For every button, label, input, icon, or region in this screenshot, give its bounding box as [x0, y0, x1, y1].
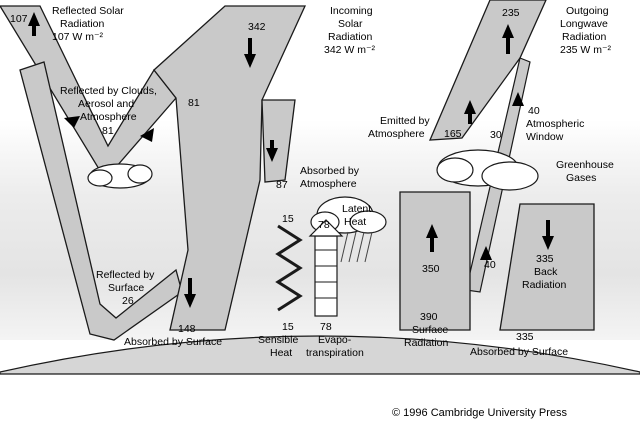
back-radiation-value: 335 — [536, 253, 554, 265]
evapo-line2: transpiration — [306, 347, 364, 359]
outgoing-line4: 235 W m⁻² — [560, 44, 612, 56]
arrow-window — [512, 92, 524, 106]
incoming-line4: 342 W m⁻² — [324, 44, 376, 56]
reflected-surface-line1: Reflected by — [96, 269, 155, 281]
arrow-absorbed-surface — [184, 294, 196, 308]
latent-top-value: 78 — [318, 219, 330, 231]
arrow-up-reflected-shaft — [32, 26, 36, 36]
greenhouse-line2: Gases — [566, 172, 596, 184]
reflected-clouds-value: 81 — [102, 125, 114, 137]
arrow-emitted-atmo-shaft — [468, 114, 472, 124]
surface-up-value: 350 — [422, 263, 440, 275]
absorbed-atmo-value: 87 — [276, 179, 288, 191]
atmo-window-line2: Window — [526, 131, 564, 143]
latent-line1: Latent — [342, 203, 371, 215]
incoming-line3: Radiation — [328, 31, 373, 43]
reflected-surface-value: 26 — [122, 295, 134, 307]
reflected-surface-beam — [19, 61, 183, 341]
emitted-atmo-value: 165 — [444, 128, 462, 140]
emitted-atmo-line2: Atmosphere — [368, 128, 425, 140]
sensible-line2: Heat — [270, 347, 292, 359]
reflected-solar-line3: 107 W m⁻² — [52, 31, 104, 43]
arrow-surface-up — [426, 224, 438, 238]
arrow-up-outgoing-shaft — [506, 38, 510, 54]
reflected-clouds-line3: Atmosphere — [80, 111, 137, 123]
atmo-window-line1: Atmospheric — [526, 118, 584, 130]
reflected-total-value: 107 — [10, 13, 28, 25]
outgoing-value: 235 — [502, 7, 520, 19]
reflected-clouds-flow-value: 81 — [188, 97, 200, 109]
evapotranspiration-arrow — [308, 219, 344, 317]
window-flow-value: 30 — [490, 129, 502, 141]
surface-radiation-line2: Radiation — [404, 337, 449, 349]
outgoing-line3: Radiation — [562, 31, 607, 43]
cloud-right — [436, 149, 539, 191]
arrow-absorbed-atmo-shaft — [270, 140, 274, 150]
arrow-absorbed-atmo — [266, 148, 278, 162]
incoming-value: 342 — [248, 21, 266, 33]
incoming-line2: Solar — [338, 18, 363, 30]
greenhouse-line1: Greenhouse — [556, 159, 614, 171]
reflected-surface-line2: Surface — [108, 282, 144, 294]
reflected-solar-line1: Reflected Solar — [52, 5, 124, 17]
latent-line2: Heat — [344, 216, 366, 228]
outgoing-line2: Longwave — [560, 18, 608, 30]
sensible-top-value: 15 — [282, 213, 294, 225]
absorbed-atmo-line2: Atmosphere — [300, 178, 357, 190]
arrow-down-incoming-shaft — [248, 38, 252, 54]
back-radiation-line2: Radiation — [522, 279, 567, 291]
incoming-solar-beam — [153, 5, 307, 331]
arrow-reflect-clouds-2 — [140, 128, 154, 142]
absorbed-surface-right-value: 335 — [516, 331, 534, 343]
earth-surface — [0, 335, 640, 375]
back-radiation-column — [499, 203, 595, 331]
atmo-window-value: 40 — [528, 105, 540, 117]
arrow-back-down-shaft — [546, 220, 550, 236]
surface-radiation-total: 390 — [420, 311, 438, 323]
arrow-reflect-clouds — [64, 116, 80, 128]
rain-lines — [340, 231, 373, 263]
reflected-clouds-line1: Reflected by Clouds, — [60, 85, 157, 97]
arrow-emitted-atmo — [464, 100, 476, 114]
reflected-clouds-line2: Aerosol and — [78, 98, 134, 110]
cloud-left — [87, 163, 153, 189]
arrow-surface-up-shaft — [430, 238, 434, 252]
back-radiation-line1: Back — [534, 266, 558, 278]
sensible-bottom-value: 15 — [282, 321, 294, 333]
absorbed-atmo-line1: Absorbed by — [300, 165, 360, 177]
evapo-line1: Evapo- — [318, 334, 352, 346]
arrow-up-outgoing — [502, 24, 514, 38]
emitted-atmo-line1: Emitted by — [380, 115, 430, 127]
surface-radiation-column — [399, 191, 471, 331]
copyright: © 1996 Cambridge University Press — [392, 407, 568, 419]
arrow-absorbed-surface-shaft — [188, 278, 192, 294]
arrow-back-down — [542, 236, 554, 250]
sensible-heat-zigzag — [275, 224, 303, 312]
latent-bottom-value: 78 — [320, 321, 332, 333]
arrow-window-lower — [480, 246, 492, 260]
sensible-line1: Sensible — [258, 334, 298, 346]
absorbed-surface-right-label: Absorbed by Surface — [470, 346, 568, 358]
absorbed-surface-value: 148 — [178, 323, 196, 335]
window-lower-value: 40 — [484, 259, 496, 271]
absorbed-atmosphere-branch — [261, 99, 296, 183]
incoming-line1: Incoming — [330, 5, 373, 17]
arrow-up-reflected — [28, 12, 40, 26]
reflected-solar-line2: Radiation — [60, 18, 105, 30]
outgoing-longwave-beam — [428, 0, 547, 141]
surface-radiation-line1: Surface — [412, 324, 448, 336]
absorbed-surface-label: Absorbed by Surface — [124, 336, 222, 348]
arrow-down-incoming — [244, 54, 256, 68]
outgoing-line1: Outgoing — [566, 5, 609, 17]
